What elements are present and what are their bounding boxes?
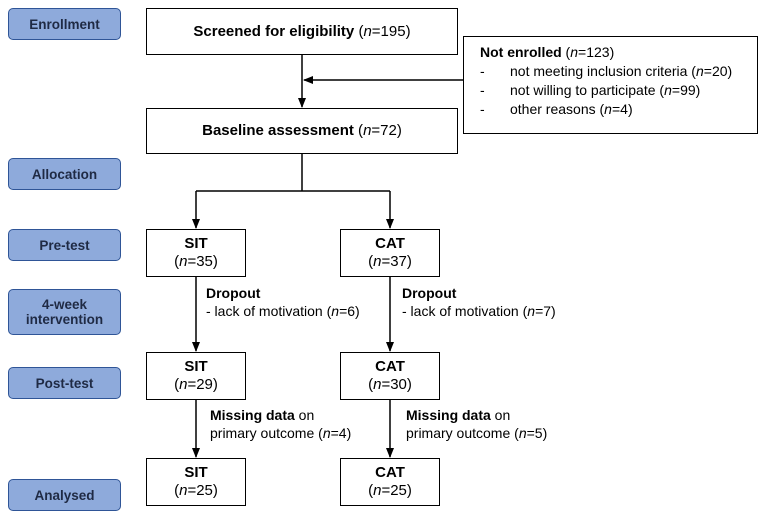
cat-pretest-count: =37 xyxy=(381,253,407,270)
sit-missing-note: Missing data on primary outcome (n=4) xyxy=(210,407,352,441)
screened-box: Screened for eligibility (n=195) xyxy=(146,8,458,55)
baseline-label: Baseline assessment xyxy=(202,122,354,139)
reason-item: not willing to participate (n=99) xyxy=(480,81,749,100)
reason-item: not meeting inclusion criteria (n=20) xyxy=(480,62,749,81)
group-name: CAT xyxy=(375,358,405,375)
cat-pretest-box: CAT (n=37) xyxy=(340,229,440,277)
sit-posttest-count: =29 xyxy=(187,376,213,393)
baseline-count: =72 xyxy=(371,122,397,139)
stage-pretest: Pre-test xyxy=(8,229,121,261)
n-symbol: n xyxy=(570,44,579,60)
stage-intervention: 4-week intervention xyxy=(8,289,121,335)
group-name: CAT xyxy=(375,464,405,481)
cat-posttest-box: CAT (n=30) xyxy=(340,352,440,400)
screened-label: Screened for eligibility xyxy=(193,22,355,40)
sit-dropout-note: Dropout - lack of motivation (n=6) xyxy=(206,285,360,319)
cat-analysed-count: =25 xyxy=(381,482,407,499)
baseline-box: Baseline assessment (n=72) xyxy=(146,108,458,154)
n-symbol: n xyxy=(363,22,372,40)
stage-analysed: Analysed xyxy=(8,479,121,511)
stage-enrollment: Enrollment xyxy=(8,8,121,40)
not-enrolled-label: Not enrolled xyxy=(480,44,562,60)
cat-dropout-note: Dropout - lack of motivation (n=7) xyxy=(402,285,556,319)
sit-analysed-box: SIT (n=25) xyxy=(146,458,246,506)
not-enrolled-box: Not enrolled (n=123) not meeting inclusi… xyxy=(463,36,758,134)
stage-posttest: Post-test xyxy=(8,367,121,399)
group-name: SIT xyxy=(184,235,208,252)
group-name: SIT xyxy=(184,464,208,481)
cat-analysed-box: CAT (n=25) xyxy=(340,458,440,506)
group-name: CAT xyxy=(375,235,405,252)
cat-posttest-count: =30 xyxy=(381,376,407,393)
sit-pretest-count: =35 xyxy=(187,253,213,270)
not-enrolled-count: =123 xyxy=(578,44,610,60)
stage-allocation: Allocation xyxy=(8,158,121,190)
not-enrolled-reasons: not meeting inclusion criteria (n=20) no… xyxy=(480,62,749,119)
reason-item: other reasons (n=4) xyxy=(480,100,749,119)
screened-count: =195 xyxy=(371,22,406,40)
sit-pretest-box: SIT (n=35) xyxy=(146,229,246,277)
group-name: SIT xyxy=(184,358,208,375)
cat-missing-note: Missing data on primary outcome (n=5) xyxy=(406,407,548,441)
sit-posttest-box: SIT (n=29) xyxy=(146,352,246,400)
sit-analysed-count: =25 xyxy=(187,482,213,499)
